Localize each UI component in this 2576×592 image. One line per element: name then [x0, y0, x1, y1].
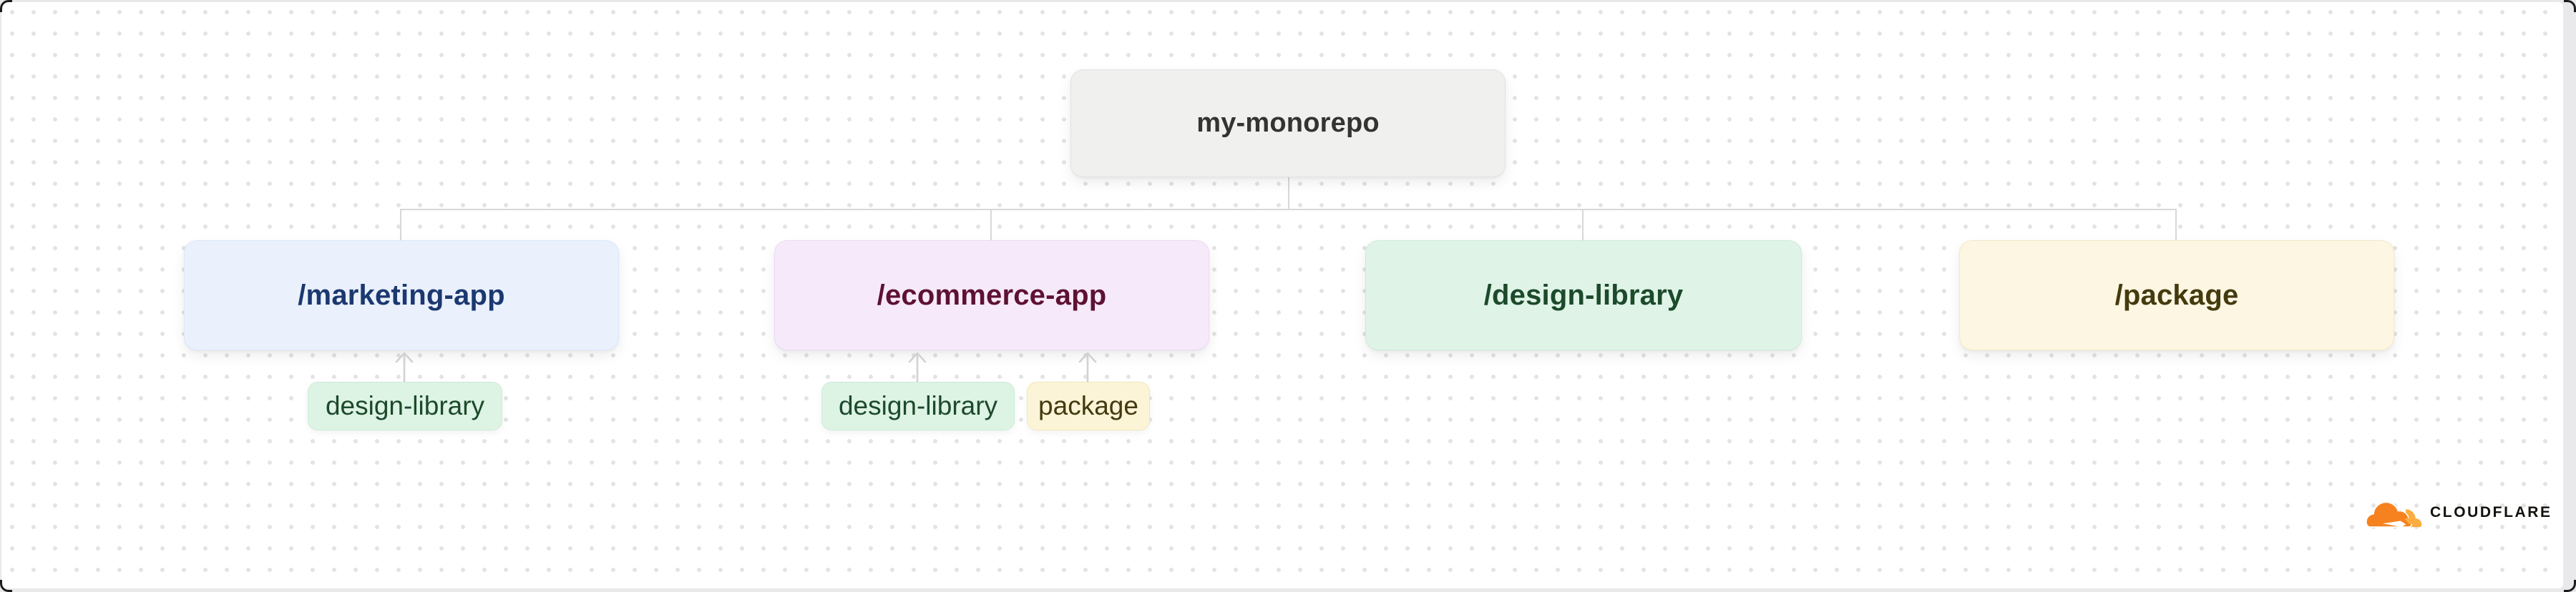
arrow-up-icon [1078, 352, 1097, 384]
node-package-label: /package [2114, 279, 2239, 311]
node-my-monorepo: my-monorepo [1070, 69, 1506, 177]
cloudflare-cloud-icon [2366, 501, 2422, 528]
frame-corner [2564, 0, 2576, 12]
arrow-up-icon [395, 352, 414, 384]
cloudflare-logo: CLOUDFLARE [2365, 495, 2552, 530]
frame-corner [0, 0, 12, 12]
node-my-monorepo-label: my-monorepo [1196, 108, 1380, 138]
node-marketing-app-label: /marketing-app [298, 279, 505, 311]
tag-design-library-under-marketing: design-library [308, 382, 502, 430]
node-design-library: /design-library [1365, 240, 1802, 350]
connector-root-drop [1288, 176, 1289, 209]
cloudflare-wordmark: CLOUDFLARE [2430, 504, 2552, 521]
connector-drop-marketing [400, 210, 401, 240]
connector-drop-package [2175, 210, 2177, 240]
tag-label: package [1038, 391, 1138, 420]
connector-drop-design-library [1582, 210, 1584, 240]
node-marketing-app: /marketing-app [184, 240, 619, 350]
connector-horizontal [400, 209, 2177, 210]
connector-drop-ecommerce [990, 210, 992, 240]
node-ecommerce-app: /ecommerce-app [774, 240, 1209, 350]
arrow-up-icon [908, 352, 927, 384]
tag-label: design-library [838, 391, 998, 420]
frame-corner [2564, 580, 2576, 592]
node-ecommerce-app-label: /ecommerce-app [877, 279, 1107, 311]
node-package: /package [1959, 240, 2394, 350]
tag-package-under-ecommerce: package [1027, 382, 1150, 430]
frame-corner [0, 580, 12, 592]
tag-label: design-library [325, 391, 485, 420]
node-design-library-label: /design-library [1483, 279, 1684, 311]
tag-design-library-under-ecommerce: design-library [821, 382, 1015, 430]
